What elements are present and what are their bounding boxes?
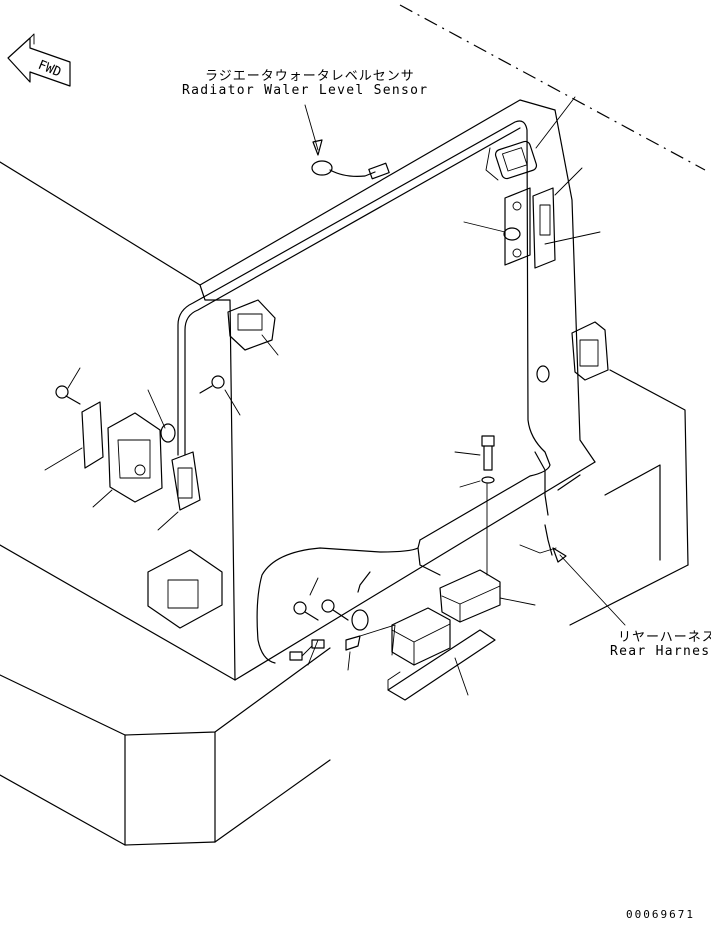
sensor-label-en: Radiator Waler Level Sensor	[182, 83, 429, 98]
left-plate	[81, 401, 104, 469]
right-bracket	[463, 167, 601, 269]
fwd-label: FWD	[36, 58, 64, 81]
top-right-connector	[485, 96, 576, 181]
relay-box	[439, 569, 536, 623]
lower-left-socket	[147, 549, 223, 629]
rear-harness-label-jp: リヤーハーネス	[618, 630, 711, 645]
lower-cowl	[0, 369, 689, 846]
radiator-body	[0, 99, 596, 681]
left-lamp	[92, 412, 163, 508]
rear-harness-pointer	[519, 544, 626, 626]
wire-harness	[177, 120, 553, 664]
bottom-fasteners	[289, 577, 396, 671]
fwd-arrow-icon: FWD	[7, 33, 71, 87]
right-side-connector	[571, 321, 609, 381]
grommet	[536, 365, 550, 383]
left-bolt	[55, 367, 81, 405]
centre-bolt	[454, 435, 495, 576]
middle-left-connector	[157, 451, 201, 531]
rear-harness-label-en: Rear Harness	[610, 644, 711, 659]
left-upper-connector	[227, 299, 279, 356]
controller-unit	[387, 607, 496, 701]
water-level-sensor	[304, 104, 390, 180]
mid-bolt	[199, 375, 241, 416]
left-grommet	[160, 423, 176, 443]
figure-number: 00069671	[626, 908, 695, 921]
sensor-label-jp: ラジエータウォータレベルセンサ	[205, 69, 415, 84]
